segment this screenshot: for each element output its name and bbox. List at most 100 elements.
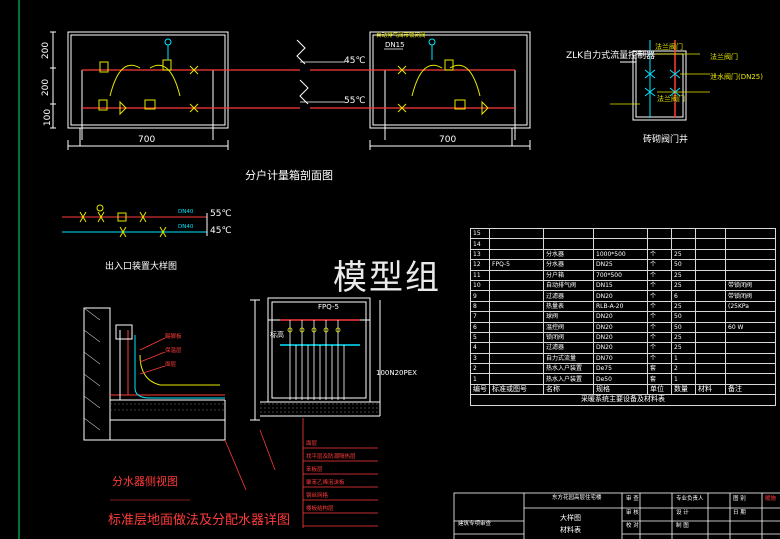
materials-table-row: 14 bbox=[470, 238, 776, 250]
pex-pipe-label: 100N20PEX bbox=[376, 369, 417, 377]
valve-well bbox=[620, 50, 687, 121]
materials-cell-spec: DN20 bbox=[593, 290, 648, 302]
materials-cell-qty: 25 bbox=[671, 342, 696, 354]
materials-cell-note: (25KPa bbox=[725, 300, 776, 313]
layer-4: 聚苯乙烯泡沫板 bbox=[306, 480, 345, 486]
materials-cell-unit: 个 bbox=[647, 311, 672, 323]
materials-cell-mat bbox=[695, 290, 726, 302]
materials-cell-note bbox=[725, 342, 776, 354]
materials-cell-qty: 25 bbox=[671, 331, 696, 344]
materials-cell-std bbox=[489, 300, 544, 313]
th-name: 名称 bbox=[543, 383, 594, 396]
materials-cell-no: 5 bbox=[470, 331, 490, 344]
entrance-pipe-b: DN40 bbox=[178, 224, 194, 230]
materials-cell-spec: DN70 bbox=[593, 352, 648, 365]
materials-cell-mat bbox=[695, 352, 726, 365]
materials-cell-no: 3 bbox=[470, 352, 490, 365]
dim-vertical-2: 200 bbox=[41, 78, 52, 97]
th-no: 编号 bbox=[470, 383, 490, 396]
flange-valve-label-2: 法兰阀门 bbox=[710, 53, 738, 61]
manifold-front-view bbox=[250, 297, 381, 421]
materials-cell-mat bbox=[695, 331, 726, 344]
materials-cell-no: 4 bbox=[470, 342, 490, 354]
materials-cell-name: 分水器 bbox=[543, 248, 594, 261]
plan-title: 分户计量箱剖面图 bbox=[245, 169, 333, 182]
materials-cell-name: 温控阀 bbox=[543, 321, 594, 333]
materials-cell-qty: 25 bbox=[671, 279, 696, 292]
materials-table-row: 15 bbox=[470, 227, 776, 240]
materials-cell-unit bbox=[647, 238, 672, 250]
materials-cell-no: 6 bbox=[470, 321, 490, 333]
materials-cell-std bbox=[489, 331, 544, 344]
materials-cell-mat bbox=[695, 342, 726, 354]
materials-cell-note: 带锁闭阀 bbox=[725, 279, 776, 292]
plan-fittings bbox=[98, 59, 489, 116]
meter-label: 自动排气阀带锁闭阀 bbox=[376, 33, 426, 39]
materials-cell-unit: 个 bbox=[647, 331, 672, 344]
zlk-label: ZLK自力式流量控制器 bbox=[566, 51, 656, 61]
materials-cell-spec: DN15 bbox=[593, 279, 648, 292]
materials-cell-qty: 6 bbox=[671, 290, 696, 302]
materials-cell-spec: DN20 bbox=[593, 342, 648, 354]
materials-cell-std bbox=[489, 290, 544, 302]
materials-cell-spec bbox=[593, 238, 648, 250]
th-unit: 单位 bbox=[647, 383, 672, 396]
materials-cell-spec: 1000*500 bbox=[593, 248, 648, 261]
materials-cell-unit bbox=[647, 227, 672, 240]
supply-pipe bbox=[82, 69, 515, 109]
materials-cell-std bbox=[489, 311, 544, 323]
materials-cell-mat bbox=[695, 363, 726, 375]
drain-label: 泄水阀门(DN25) bbox=[710, 73, 763, 81]
floor-detail-main-title: 标准层地面做法及分配水器详图 bbox=[108, 513, 291, 528]
materials-cell-spec bbox=[593, 227, 648, 240]
materials-cell-name: 热量表 bbox=[543, 300, 594, 313]
th-std: 标准或图号 bbox=[489, 383, 544, 396]
dim-width-left: 700 bbox=[138, 135, 156, 145]
materials-cell-name: 球阀 bbox=[543, 311, 594, 323]
th-note: 备注 bbox=[725, 383, 776, 396]
materials-cell-mat bbox=[695, 269, 726, 281]
materials-cell-std bbox=[489, 352, 544, 365]
materials-cell-std bbox=[489, 279, 544, 292]
materials-cell-no: 2 bbox=[470, 363, 490, 375]
materials-cell-std bbox=[489, 248, 544, 261]
tb-project: 东方花园高层住宅楼 bbox=[552, 495, 602, 501]
materials-cell-unit: 个 bbox=[647, 269, 672, 281]
materials-cell-no: 8 bbox=[470, 300, 490, 313]
materials-cell-std: FPQ-5 bbox=[489, 259, 544, 271]
materials-cell-no: 11 bbox=[470, 269, 490, 281]
materials-cell-no: 13 bbox=[470, 248, 490, 261]
materials-cell-unit: 个 bbox=[647, 248, 672, 261]
note-left-2: 保温层 bbox=[165, 348, 182, 354]
tb-cell-7: 校 对 bbox=[626, 523, 639, 529]
materials-cell-qty: 50 bbox=[671, 321, 696, 333]
materials-cell-name: 自力式流量 bbox=[543, 352, 594, 365]
materials-cell-note bbox=[725, 373, 776, 385]
materials-cell-qty bbox=[671, 227, 696, 240]
materials-cell-spec: DN25 bbox=[593, 259, 648, 271]
materials-cell-no: 15 bbox=[470, 227, 490, 240]
materials-cell-spec: De50 bbox=[593, 373, 648, 385]
layer-3: 苯板层 bbox=[306, 467, 323, 473]
materials-cell-no: 10 bbox=[470, 279, 490, 292]
materials-cell-mat bbox=[695, 238, 726, 250]
materials-cell-name: 热水入户装置 bbox=[543, 363, 594, 375]
materials-cell-note bbox=[725, 227, 776, 240]
tb-cell-4: 审 核 bbox=[626, 510, 639, 516]
materials-cell-note bbox=[725, 238, 776, 250]
materials-cell-mat bbox=[695, 300, 726, 313]
materials-cell-no: 1 bbox=[470, 373, 490, 385]
materials-cell-qty: 50 bbox=[671, 259, 696, 271]
